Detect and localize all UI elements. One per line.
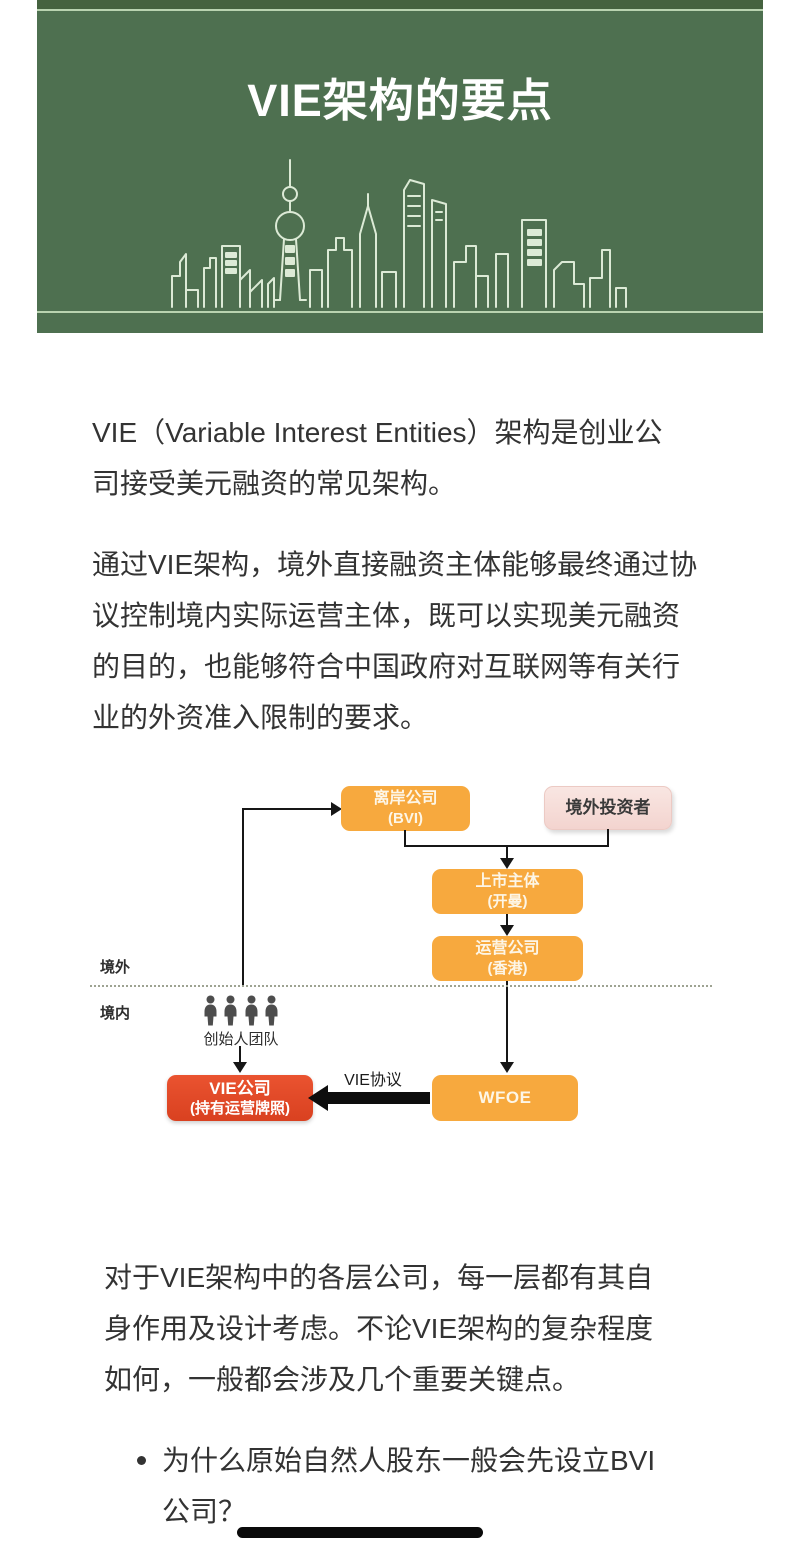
vie-agreement-label: VIE协议: [344, 1072, 402, 1089]
page-title: VIE架构的要点: [247, 75, 553, 126]
node-offshore-company-bvi: 离岸公司 (BVI): [341, 786, 470, 831]
node-sublabel: (持有运营牌照): [190, 1099, 290, 1117]
connector-offshore-down: [404, 830, 406, 847]
connector-opco-to-wfoe: [506, 981, 508, 1063]
banner-bottom-rule: [37, 311, 763, 313]
person-icon: [224, 995, 237, 1026]
paragraph-vie-purpose: 通过VIE架构，境外直接融资主体能够最终通过协 议控制境内实际运营主体，既可以实…: [92, 549, 698, 733]
node-label: 境外投资者: [565, 798, 651, 817]
region-label-onshore: 境内: [100, 1005, 131, 1022]
city-skyline-icon: [171, 159, 627, 308]
arrowhead-into-opco-icon: [500, 925, 514, 936]
arrowhead-into-offshore-icon: [331, 802, 342, 816]
connector-listed-to-opco: [506, 914, 508, 926]
node-sublabel: (香港): [487, 960, 528, 977]
node-listed-entity-cayman: 上市主体 (开曼): [432, 869, 583, 914]
arrowhead-into-listed-icon: [500, 858, 514, 869]
vie-agreement-arrow-shaft: [326, 1092, 430, 1104]
banner-top-rule: [37, 9, 763, 11]
node-sublabel: (BVI): [388, 810, 423, 827]
black-underline-bar: [237, 1527, 483, 1538]
vie-agreement-arrowhead-icon: [308, 1085, 328, 1111]
connector-into-listed: [506, 845, 508, 860]
node-label: 离岸公司: [373, 790, 438, 807]
person-icon: [265, 995, 278, 1026]
connector-investor-down: [607, 829, 609, 847]
paragraph-layers-overview: 对于VIE架构中的各层公司，每一层都有其自 身作用及设计考虑。不论VIE架构的复…: [104, 1262, 654, 1395]
node-label: WFOE: [478, 1088, 532, 1107]
arrowhead-into-wfoe-icon: [500, 1062, 514, 1073]
connector-founders-to-vie: [239, 1046, 241, 1063]
node-operating-company-hk: 运营公司 (香港): [432, 936, 583, 981]
arrowhead-into-vie-icon: [233, 1062, 247, 1073]
node-wfoe: WFOE: [432, 1075, 578, 1121]
connector-founders-to-offshore-horizontal: [242, 808, 332, 810]
connector-founders-to-offshore-vertical: [242, 808, 244, 987]
banner-top-strip: [37, 0, 763, 9]
paragraph-vie-definition: VIE（Variable Interest Entities）架构是创业公 司接…: [92, 417, 663, 499]
node-label: 上市主体: [475, 873, 540, 890]
node-sublabel: (开曼): [487, 893, 528, 910]
offshore-onshore-divider: [90, 985, 712, 987]
node-label: 运营公司: [475, 940, 540, 957]
node-label: VIE公司: [209, 1078, 271, 1098]
node-vie-company: VIE公司 (持有运营牌照): [167, 1075, 313, 1121]
person-icon: [204, 995, 217, 1026]
person-icon: [245, 995, 258, 1026]
founders-group: [202, 995, 280, 1026]
header-banner: VIE架构的要点: [37, 0, 763, 333]
bullet-question-bvi: 为什么原始自然人股东一般会先设立BVI 公司？: [162, 1445, 656, 1527]
node-overseas-investors: 境外投资者: [544, 786, 672, 830]
bullet-dot-icon: [137, 1456, 146, 1465]
founders-label: 创始人团队: [203, 1031, 279, 1048]
region-label-offshore: 境外: [100, 959, 131, 976]
